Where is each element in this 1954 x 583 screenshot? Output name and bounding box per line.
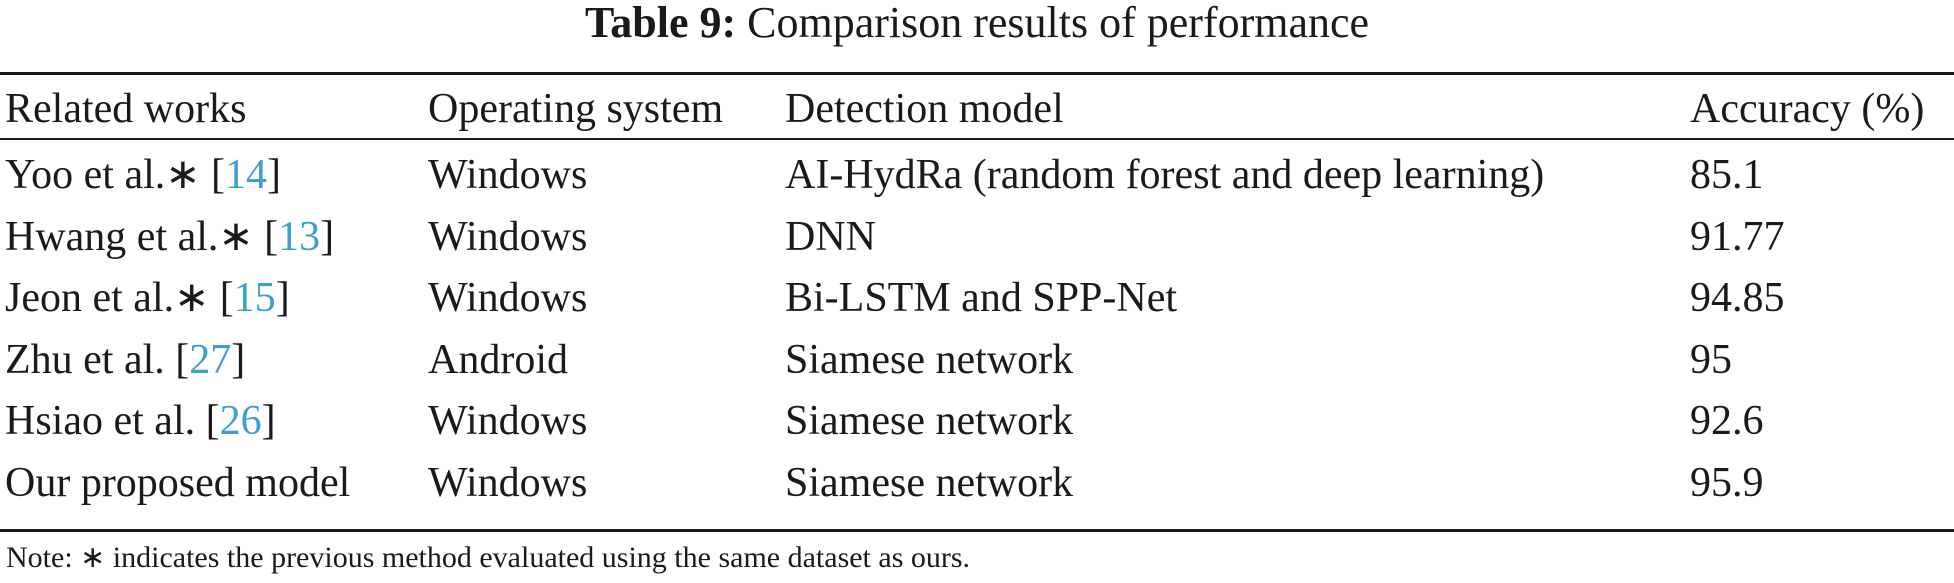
cell-operating-system: Windows: [428, 275, 588, 321]
cell-operating-system: Windows: [428, 152, 588, 198]
table-row: Hsiao et al. [26] Windows Siamese networ…: [0, 391, 1954, 451]
reference-link[interactable]: 26: [219, 398, 262, 444]
header-detection-model: Detection model: [785, 86, 1064, 132]
table-caption: Table 9: Comparison results of performan…: [0, 0, 1954, 58]
table-bottom-rule: [0, 529, 1954, 532]
cell-related-work: Jeon et al.∗ [15]: [5, 275, 290, 321]
table-caption-label: Table 9:: [584, 0, 737, 47]
header-accuracy: Accuracy (%): [1690, 86, 1925, 132]
cell-detection-model: Bi-LSTM and SPP-Net: [785, 275, 1178, 321]
cell-accuracy: 91.77: [1690, 214, 1785, 260]
cell-detection-model: Siamese network: [785, 398, 1074, 444]
table-top-rule: [0, 72, 1954, 75]
table-header-rule: [0, 138, 1954, 140]
cell-related-work: Hsiao et al. [26]: [5, 398, 276, 444]
cell-accuracy: 94.85: [1690, 275, 1785, 321]
cell-related-work: Zhu et al. [27]: [5, 337, 246, 383]
table-row: Hwang et al.∗ [13] Windows DNN 91.77: [0, 207, 1954, 267]
header-operating-system: Operating system: [428, 86, 724, 132]
table-header-row: Related works Operating system Detection…: [0, 79, 1954, 139]
table-row: Zhu et al. [27] Android Siamese network …: [0, 330, 1954, 390]
header-related-works: Related works: [5, 86, 247, 132]
reference-link[interactable]: 14: [224, 152, 267, 198]
cell-accuracy: 85.1: [1690, 152, 1764, 198]
cell-detection-model: Siamese network: [785, 460, 1074, 506]
cell-operating-system: Windows: [428, 398, 588, 444]
reference-link[interactable]: 27: [189, 337, 232, 383]
reference-link[interactable]: 13: [278, 214, 321, 260]
cell-related-work: Our proposed model: [5, 460, 351, 506]
table-footnote: Note: ∗ indicates the previous method ev…: [6, 541, 971, 574]
cell-operating-system: Android: [428, 337, 568, 383]
cell-detection-model: Siamese network: [785, 337, 1074, 383]
table-row: Yoo et al.∗ [14] Windows AI-HydRa (rando…: [0, 145, 1954, 205]
cell-detection-model: AI-HydRa (random forest and deep learnin…: [785, 152, 1545, 198]
cell-operating-system: Windows: [428, 460, 588, 506]
cell-accuracy: 95: [1690, 337, 1732, 383]
table-row: Jeon et al.∗ [15] Windows Bi-LSTM and SP…: [0, 268, 1954, 328]
cell-related-work: Yoo et al.∗ [14]: [5, 152, 281, 198]
cell-related-work: Hwang et al.∗ [13]: [5, 214, 335, 260]
cell-operating-system: Windows: [428, 214, 588, 260]
table-row: Our proposed model Windows Siamese netwo…: [0, 453, 1954, 513]
cell-accuracy: 92.6: [1690, 398, 1764, 444]
cell-accuracy: 95.9: [1690, 460, 1764, 506]
table-caption-text: Comparison results of performance: [747, 0, 1370, 47]
reference-link[interactable]: 15: [233, 275, 276, 321]
cell-detection-model: DNN: [785, 214, 876, 260]
